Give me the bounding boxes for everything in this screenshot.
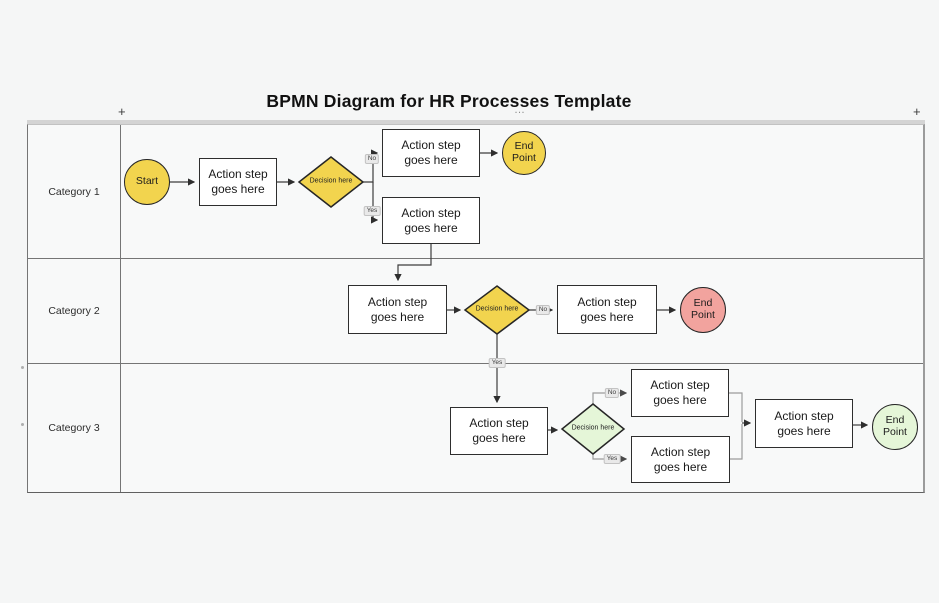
edge-label-no[interactable]: No <box>604 388 620 398</box>
action-step[interactable]: Action step goes here <box>755 399 853 448</box>
action-step-label: Action step goes here <box>650 444 711 474</box>
edge-label-yes[interactable]: Yes <box>488 358 506 368</box>
end-event-label: End Point <box>512 140 536 164</box>
end-event[interactable]: End Point <box>872 404 918 450</box>
swimlane-row: Category 1 <box>28 125 923 259</box>
connector-lane1-to-lane2[interactable] <box>394 244 432 282</box>
action-step-label: Action step goes here <box>367 294 428 324</box>
action-step[interactable]: Action step goes here <box>199 158 277 206</box>
start-event-label: Start <box>135 175 159 188</box>
connector-decision-no[interactable] <box>363 149 379 183</box>
end-event[interactable]: End Point <box>680 287 726 333</box>
lane-label-category-1[interactable]: Category 1 <box>28 125 121 258</box>
ellipsis-menu-icon[interactable]: … <box>514 104 526 116</box>
swimlane-row: Category 2 <box>28 259 923 364</box>
action-step[interactable]: Action step goes here <box>631 436 730 483</box>
edge-label-no[interactable]: No <box>535 305 551 315</box>
decision-diamond[interactable] <box>560 403 626 455</box>
action-step-label: Action step goes here <box>774 408 834 438</box>
decision-label: Decision here <box>475 305 519 313</box>
end-event[interactable]: End Point <box>502 131 546 175</box>
connector-decision-yes[interactable] <box>371 182 379 224</box>
end-event-label: End Point <box>883 414 907 438</box>
table-top-border[interactable] <box>27 120 925 124</box>
decision-diamond[interactable] <box>297 156 365 208</box>
lane-handle-icon[interactable] <box>21 366 24 369</box>
action-step[interactable]: Action step goes here <box>382 197 480 244</box>
action-step[interactable]: Action step goes here <box>450 407 548 455</box>
edge-label-yes[interactable]: Yes <box>363 206 381 216</box>
action-step[interactable]: Action step goes here <box>631 369 729 417</box>
end-event-label: End Point <box>691 297 715 321</box>
edge-label-no[interactable]: No <box>364 154 380 164</box>
add-lane-left-icon[interactable]: + <box>118 104 126 119</box>
action-step[interactable]: Action step goes here <box>382 129 480 177</box>
decision-diamond[interactable] <box>463 285 531 335</box>
action-step-label: Action step goes here <box>577 294 637 324</box>
connector-merge-top[interactable] <box>729 392 743 422</box>
action-step-label: Action step goes here <box>208 167 268 196</box>
connector-merge-bottom[interactable] <box>730 424 743 460</box>
start-event[interactable]: Start <box>124 159 170 205</box>
lane-label-category-3[interactable]: Category 3 <box>28 364 121 492</box>
action-step[interactable]: Action step goes here <box>557 285 657 334</box>
action-step-label: Action step goes here <box>401 205 461 235</box>
action-step-label: Action step goes here <box>650 378 710 407</box>
diagram-title[interactable]: BPMN Diagram for HR Processes Template <box>266 91 632 111</box>
decision-label: Decision here <box>309 177 353 185</box>
lane-handle-icon[interactable] <box>21 423 24 426</box>
action-step[interactable]: Action step goes here <box>348 285 447 334</box>
action-step-label: Action step goes here <box>401 138 461 167</box>
swimlane-row: Category 3 <box>28 364 923 492</box>
action-step-label: Action step goes here <box>469 416 529 445</box>
decision-label: Decision here <box>571 424 615 432</box>
lane-label-category-2[interactable]: Category 2 <box>28 259 121 363</box>
edge-label-yes[interactable]: Yes <box>603 454 621 464</box>
add-lane-right-icon[interactable]: + <box>913 104 921 119</box>
